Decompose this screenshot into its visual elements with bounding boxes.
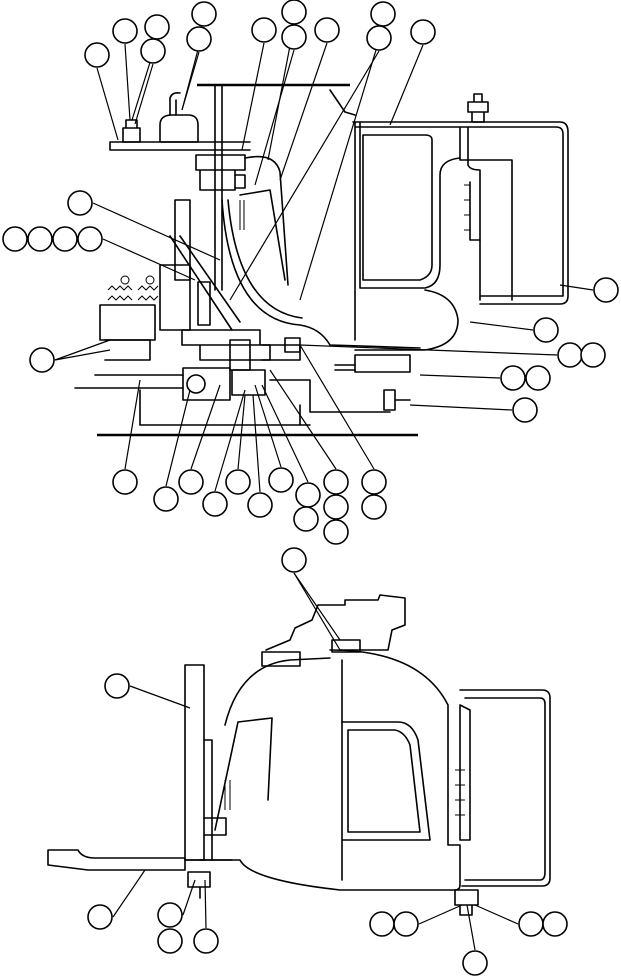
callout-balloon (314, 17, 340, 43)
leader-line (419, 374, 501, 379)
callout-balloon (542, 911, 568, 937)
lower-assembly (47, 594, 551, 916)
callout-balloon (77, 226, 103, 252)
callout-balloon (251, 17, 277, 43)
leader-line (54, 339, 111, 361)
leader-line (214, 389, 246, 492)
leader-line (252, 394, 261, 493)
callout-balloon (202, 491, 228, 517)
callout-balloon (29, 347, 55, 373)
callout-balloon (186, 26, 212, 52)
leader-line (409, 404, 513, 411)
callout-balloon (323, 494, 349, 520)
callout-balloon (533, 317, 559, 343)
leader-line (190, 384, 221, 470)
callout-balloon (144, 14, 170, 40)
callout-balloon (580, 342, 606, 368)
callout-balloon (157, 928, 183, 954)
callout-balloon (67, 190, 93, 216)
callout-balloon (225, 469, 251, 495)
leader-line (279, 42, 328, 181)
leader-line (204, 879, 207, 929)
callout-balloon (593, 277, 619, 303)
leader-line (165, 389, 191, 487)
callout-balloon (193, 928, 219, 954)
leader-line (559, 284, 594, 291)
leader-line (293, 572, 341, 651)
callout-balloon (2, 226, 28, 252)
callout-balloon (281, 24, 307, 50)
callout-balloon (112, 469, 138, 495)
callout-balloon (140, 38, 166, 64)
leader-line (54, 349, 111, 361)
leader-line (293, 572, 341, 641)
callout-balloon (518, 911, 544, 937)
callout-balloon (525, 365, 551, 391)
callout-balloon (84, 42, 110, 68)
callout-balloon (112, 18, 138, 44)
callout-balloon (361, 494, 387, 520)
callout-balloon (323, 519, 349, 545)
callout-balloon (153, 486, 179, 512)
callout-balloon (557, 342, 583, 368)
callout-balloon (247, 492, 273, 518)
callout-balloon (27, 226, 53, 252)
callout-balloon (281, 0, 307, 25)
callout-balloon (52, 226, 78, 252)
callout-balloon (281, 547, 307, 573)
leader-line (466, 904, 476, 951)
leader-line (229, 50, 380, 301)
leader-line (237, 394, 246, 470)
callout-balloon (361, 469, 387, 495)
callout-balloon (369, 911, 395, 937)
callout-balloon (512, 397, 538, 423)
callout-balloon (295, 482, 321, 508)
leader-line (269, 369, 337, 470)
callout-balloon (104, 673, 130, 699)
leader-line (124, 379, 141, 470)
callout-balloon (366, 25, 392, 51)
callout-balloon (393, 911, 419, 937)
leader-line (102, 238, 196, 281)
leader-line (418, 904, 463, 925)
leader-line (299, 344, 558, 356)
callout-balloon (178, 469, 204, 495)
leader-line (299, 26, 384, 301)
leader-line (134, 63, 154, 125)
callout-balloon (323, 469, 349, 495)
upper-assembly (74, 83, 569, 437)
leader-line (129, 685, 191, 709)
leader-lines (54, 24, 594, 951)
callout-balloon (293, 506, 319, 532)
callout-balloon (87, 904, 113, 930)
callout-balloon (410, 19, 436, 45)
leader-line (112, 869, 146, 918)
leader-line (299, 344, 375, 470)
leader-line (254, 384, 282, 468)
leader-line (474, 904, 519, 925)
leader-line (181, 51, 200, 111)
leader-line (389, 44, 424, 126)
leader-line (92, 202, 221, 261)
leader-line (182, 879, 196, 916)
leader-line (124, 43, 131, 121)
leader-line (254, 49, 295, 186)
leader-line (261, 384, 309, 483)
callout-balloon (268, 467, 294, 493)
leader-line (96, 67, 119, 141)
leader-line (469, 321, 534, 331)
callout-balloon (157, 902, 183, 928)
callout-balloon (191, 1, 217, 27)
leader-line (241, 42, 265, 151)
callout-balloon (370, 1, 396, 27)
callout-balloon (500, 365, 526, 391)
callout-balloon (462, 950, 488, 976)
